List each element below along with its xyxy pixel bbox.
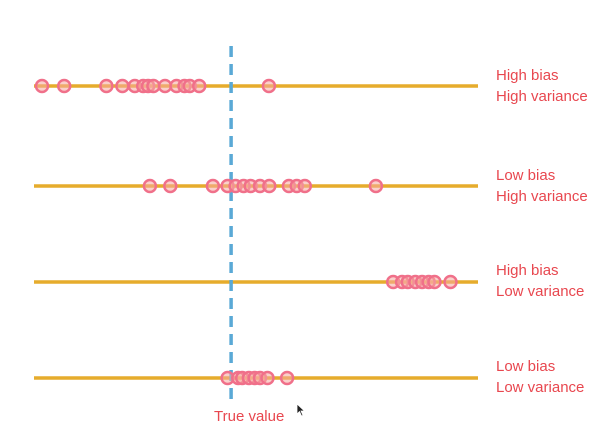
mouse-pointer-icon [296,403,306,417]
estimate-point [157,78,173,94]
axes-layer [34,84,478,380]
estimate-point [191,78,207,94]
estimate-point [443,274,458,290]
estimate-point [34,78,50,94]
row-label-high-bias-low-variance: High bias Low variance [496,260,584,302]
row-label-high-bias-high-variance: High bias High variance [496,65,588,107]
variance-label: Low variance [496,379,585,396]
bias-label: High bias [496,67,559,84]
estimate-point [262,178,277,194]
estimate-point [146,78,161,94]
estimate-point [427,274,442,290]
estimate-point [99,78,114,94]
estimate-point [297,178,313,194]
variance-label: High variance [496,88,588,105]
estimate-point [205,178,221,194]
estimate-point [163,178,178,194]
estimate-point [260,370,275,386]
variance-label: Low variance [496,283,585,300]
bias-label: High bias [496,262,559,279]
row-label-low-bias-low-variance: Low bias Low variance [496,356,584,398]
variance-label: High variance [496,188,588,205]
estimate-point [261,78,277,94]
points-layer [34,78,458,386]
bias-label: Low bias [496,167,556,184]
bias-label: Low bias [496,358,556,375]
row-label-low-bias-high-variance: Low bias High variance [496,165,588,207]
estimate-point [368,178,384,194]
estimate-point [56,78,72,94]
estimate-point [115,78,130,94]
estimate-point [279,370,295,386]
true-value-label: True value [214,408,285,425]
estimate-point [142,178,158,194]
